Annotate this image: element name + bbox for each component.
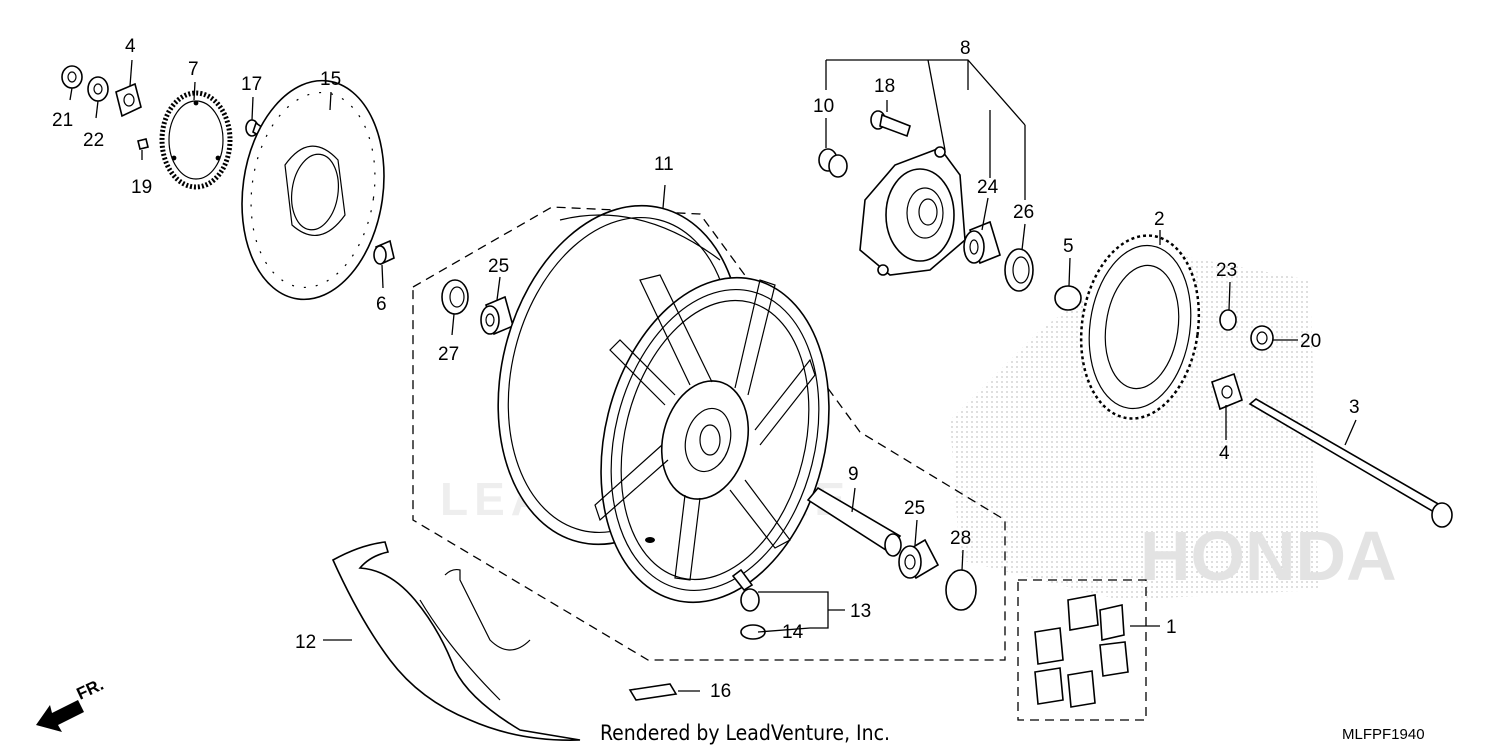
diagram-code: MLFPF1940 (1342, 726, 1425, 743)
callout-6: 6 (376, 294, 387, 315)
front-direction-indicator: FR. (36, 675, 107, 732)
callout-2: 2 (1154, 209, 1165, 230)
callout-21: 21 (52, 110, 73, 131)
part-24-bearing (963, 220, 1001, 265)
front-label: FR. (74, 675, 107, 704)
part-7-pulser-ring (159, 90, 233, 190)
part-19-screw (137, 138, 149, 150)
part-18-bolt (870, 110, 911, 138)
part-2-sprocket (1079, 234, 1201, 420)
callout-14: 14 (782, 622, 804, 643)
part-28-o-ring (945, 569, 977, 611)
callout-labels: 4 7 21 22 19 17 15 6 27 25 11 12 14 13 1… (52, 36, 1360, 702)
callout-5: 5 (1063, 236, 1074, 257)
part-13-air-valve (731, 568, 760, 612)
callout-4-right: 4 (1219, 443, 1230, 464)
part-3-rear-axle (1248, 398, 1453, 528)
callout-8: 8 (960, 38, 971, 59)
callout-26: 26 (1013, 202, 1034, 223)
callout-17: 17 (241, 74, 262, 95)
part-15-brake-disc (241, 79, 385, 301)
callout-22: 22 (83, 130, 104, 151)
part-8-driven-flange (859, 146, 966, 276)
callout-7: 7 (188, 59, 199, 80)
callout-23: 23 (1216, 260, 1237, 281)
wheel-assembly-boundary (412, 206, 1006, 661)
callout-19: 19 (131, 177, 152, 198)
callout-3: 3 (1349, 397, 1360, 418)
callout-18: 18 (874, 76, 895, 97)
part-22-washer (87, 76, 109, 102)
part-10-collar (818, 148, 848, 178)
honda-watermark-text: HONDA (1140, 517, 1397, 595)
leader-lines (69, 59, 1357, 692)
part-5-washer (1054, 285, 1082, 311)
part-23-washer (1219, 309, 1237, 331)
callout-11: 11 (654, 154, 674, 175)
damper-assembly-boundary (1017, 579, 1147, 721)
callout-16: 16 (710, 681, 731, 702)
callout-25-right: 25 (904, 498, 925, 519)
part-21-nut (61, 65, 83, 89)
front-arrow-icon (36, 700, 84, 732)
part-12-tire-guard (331, 541, 581, 741)
callout-9: 9 (848, 464, 859, 485)
part-1-damper-rubber-set (1034, 594, 1129, 708)
wing-logo-watermark (950, 250, 1320, 600)
part-25-bearing-right (898, 538, 940, 580)
callout-15: 15 (320, 69, 341, 90)
callout-4-left: 4 (125, 36, 136, 57)
callout-12: 12 (295, 632, 316, 653)
part-20-nut (1250, 325, 1274, 351)
callout-28: 28 (950, 528, 971, 549)
render-credit: Rendered by LeadVenture, Inc. (600, 721, 890, 745)
callout-13: 13 (850, 601, 871, 622)
callout-25-left: 25 (488, 256, 509, 277)
callout-20: 20 (1300, 331, 1321, 352)
callout-1: 1 (1166, 617, 1177, 638)
part-25-bearing-left (480, 295, 514, 336)
part-4-plate-right (1211, 372, 1243, 411)
part-11-rear-wheel (497, 204, 830, 604)
part-27-dust-seal (441, 279, 469, 315)
callout-27: 27 (438, 344, 459, 365)
part-4-plate-left (115, 82, 142, 118)
callout-24: 24 (977, 177, 999, 198)
part-26-oil-seal (1004, 248, 1034, 292)
brand-watermark: HONDA LEADVENTURE (440, 250, 1397, 600)
part-16-balance-weight (628, 683, 678, 701)
part-6-collar (373, 239, 395, 266)
part-9-distance-collar (806, 486, 902, 557)
callout-10: 10 (813, 96, 834, 117)
